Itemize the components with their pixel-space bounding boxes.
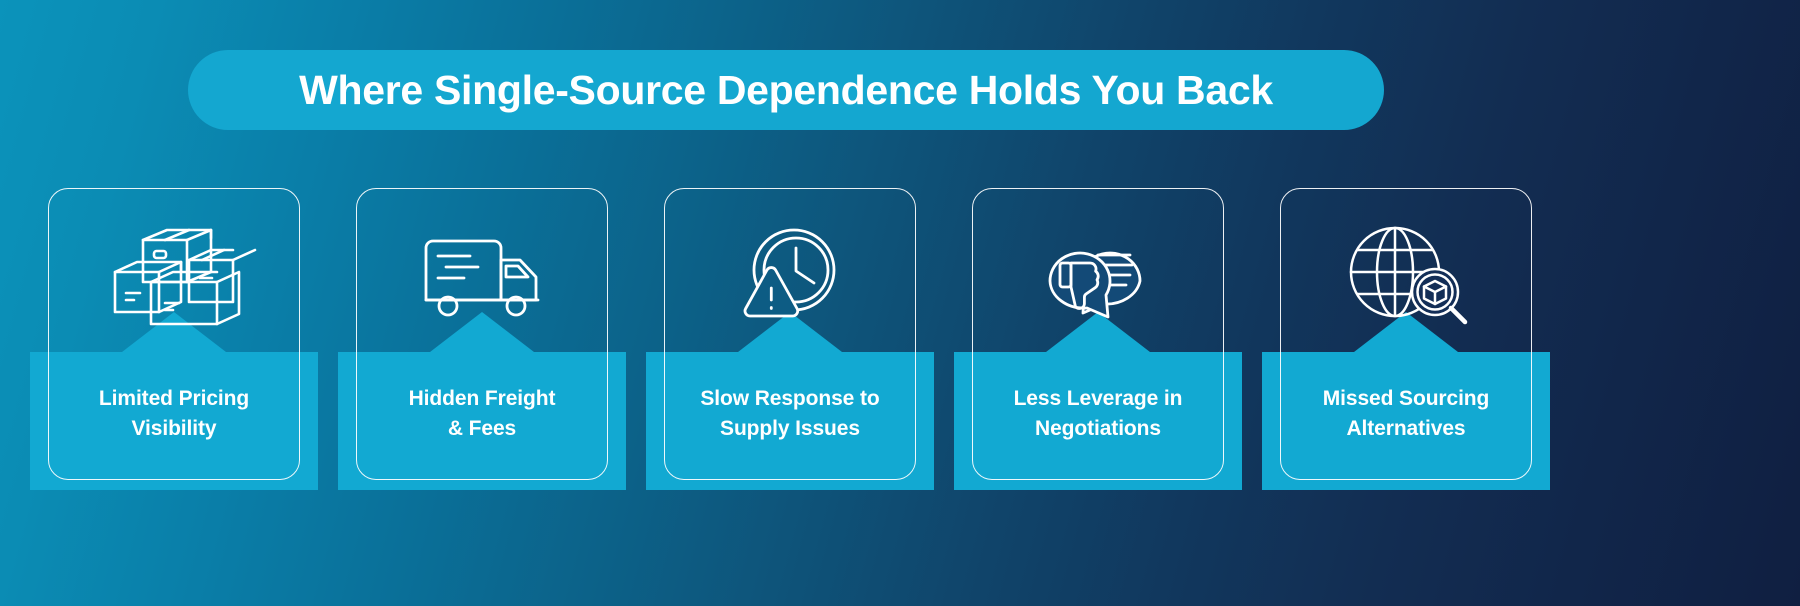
card-label: Less Leverage in Negotiations — [954, 384, 1242, 444]
card-label-line-2: Alternatives — [1346, 416, 1466, 440]
card-label-band — [338, 312, 626, 490]
card-band-notch — [1046, 312, 1150, 352]
card-label-line-2: Visibility — [131, 416, 217, 440]
card-label-band — [30, 312, 318, 490]
card-label-band — [954, 312, 1242, 490]
clock-warning-icon — [664, 208, 916, 348]
card-label: Missed Sourcing Alternatives — [1262, 384, 1550, 444]
card-label-line-1: Hidden Freight — [408, 387, 556, 410]
card-band-notch — [122, 312, 226, 352]
card-label-line-2: Supply Issues — [720, 416, 860, 440]
card-slow-response-to-supply-issues[interactable]: Slow Response to Supply Issues — [646, 188, 934, 490]
card-hidden-freight-and-fees[interactable]: Hidden Freight & Fees — [338, 188, 626, 490]
title-pill: Where Single-Source Dependence Holds You… — [188, 50, 1384, 130]
card-label: Hidden Freight & Fees — [338, 384, 626, 444]
card-band-notch — [738, 312, 842, 352]
card-band-notch — [430, 312, 534, 352]
page-title: Where Single-Source Dependence Holds You… — [299, 66, 1273, 113]
stacked-boxes-icon — [48, 208, 300, 348]
card-label-line-1: Missed Sourcing — [1322, 387, 1490, 410]
card-label: Slow Response to Supply Issues — [646, 384, 934, 444]
card-missed-sourcing-alternatives[interactable]: Missed Sourcing Alternatives — [1262, 188, 1550, 490]
speech-bubbles-thumbs-down-icon — [972, 208, 1224, 348]
card-band-notch — [1354, 312, 1458, 352]
card-label-line-1: Slow Response to — [700, 387, 880, 410]
card-less-leverage-in-negotiations[interactable]: Less Leverage in Negotiations — [954, 188, 1242, 490]
card-label-band — [646, 312, 934, 490]
delivery-truck-icon — [356, 208, 608, 348]
card-limited-pricing-visibility[interactable]: Limited Pricing Visibility — [30, 188, 318, 490]
card-label-line-1: Less Leverage in — [1013, 387, 1183, 410]
card-label: Limited Pricing Visibility — [30, 384, 318, 444]
globe-magnifier-cube-icon — [1280, 208, 1532, 348]
card-label-band — [1262, 312, 1550, 490]
card-label-line-1: Limited Pricing — [98, 387, 250, 410]
card-label-line-2: & Fees — [447, 416, 517, 440]
card-label-line-2: Negotiations — [1035, 416, 1161, 440]
